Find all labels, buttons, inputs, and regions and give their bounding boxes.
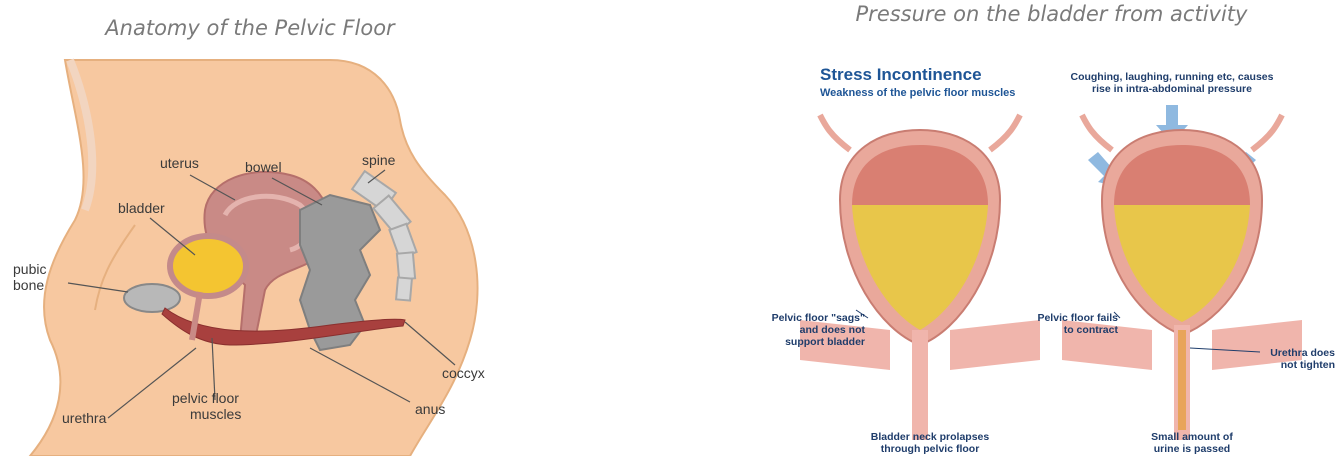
muscles-label: muscles	[190, 406, 241, 422]
sags-label-line2: and does not	[800, 324, 866, 336]
anus-label: anus	[415, 401, 445, 417]
sags-label-line1: Pelvic floor "sags"	[772, 312, 865, 324]
bowel-label: bowel	[245, 159, 282, 175]
bladder-shape	[170, 236, 246, 296]
stress-incontinence-panel: Pressure on the bladder from activity St…	[760, 0, 1343, 456]
diagram-subtitle: Weakness of the pelvic floor muscles	[820, 87, 1015, 99]
neck-prolapse-label-line1: Bladder neck prolapses	[871, 431, 990, 443]
fails-label-line1: Pelvic floor fails	[1037, 312, 1118, 324]
pressure-text-line2: rise in intra-abdominal pressure	[1092, 83, 1252, 95]
pelvic-floor-label: pelvic floor	[172, 390, 239, 406]
neck-prolapse-label-line2: through pelvic floor	[881, 443, 980, 455]
fails-label-line2: to contract	[1064, 324, 1119, 336]
urine-label-line2: urine is passed	[1154, 443, 1230, 455]
urethra-tighten-label-line1: Urethra does	[1270, 347, 1335, 359]
urine-label-line1: Small amount of	[1151, 431, 1233, 443]
pelvic-anatomy-diagram: uterus bowel spine bladder pubic bone ur…	[0, 0, 500, 456]
sags-label-line3: support bladder	[785, 336, 865, 348]
bone-label: bone	[13, 277, 44, 293]
spine-label: spine	[362, 152, 396, 168]
pubic-label: pubic	[13, 261, 46, 277]
bladder-left-illustration	[800, 115, 1040, 440]
uterus-label: uterus	[160, 155, 199, 171]
pubic-bone-shape	[124, 284, 180, 312]
pelvic-anatomy-panel: Anatomy of the Pelvic Floor	[0, 0, 500, 456]
coccyx-label: coccyx	[442, 365, 485, 381]
pressure-text-line1: Coughing, laughing, running etc, causes	[1070, 71, 1273, 83]
stress-incontinence-diagram: Stress Incontinence Weakness of the pelv…	[760, 0, 1343, 456]
urethra-tighten-label-line2: not tighten	[1281, 359, 1335, 371]
urethra-label: urethra	[62, 410, 107, 426]
diagram-title: Stress Incontinence	[820, 65, 982, 84]
bladder-label: bladder	[118, 200, 165, 216]
